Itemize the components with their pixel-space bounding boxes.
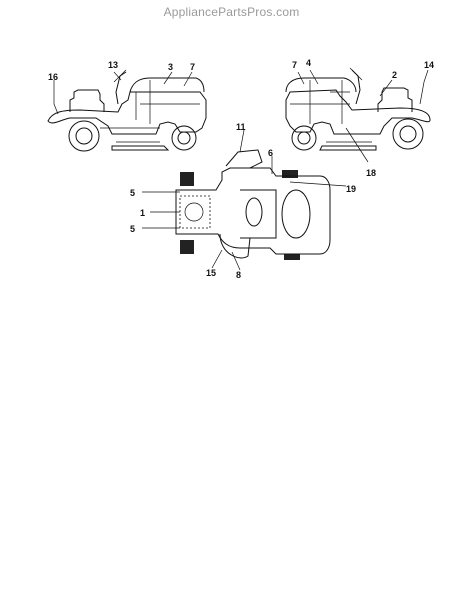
right-side-view-tractor [285, 67, 431, 163]
watermark: AppliancePartsPros.com [163, 5, 300, 19]
callout-16: 16 [48, 72, 58, 82]
callout-6: 6 [268, 148, 273, 158]
callout-14: 14 [424, 60, 434, 70]
callout-2: 2 [392, 70, 397, 80]
callout-3: 3 [168, 62, 173, 72]
callout-labels: 16 13 3 7 7 4 2 14 18 11 6 19 5 1 5 15 8 [48, 58, 434, 280]
left-side-view-tractor [47, 69, 207, 152]
callout-13: 13 [108, 60, 118, 70]
callout-7: 7 [190, 62, 195, 72]
callout-15: 15 [206, 268, 216, 278]
callout-1: 1 [140, 208, 145, 218]
top-view-tractor [142, 129, 347, 271]
callout-7-right: 7 [292, 60, 297, 70]
callout-5-lower: 5 [130, 224, 135, 234]
callout-4: 4 [306, 58, 311, 68]
callout-18: 18 [366, 168, 376, 178]
callout-19: 19 [346, 184, 356, 194]
callout-5-upper: 5 [130, 188, 135, 198]
callout-8: 8 [236, 270, 241, 280]
callout-11: 11 [236, 122, 246, 132]
